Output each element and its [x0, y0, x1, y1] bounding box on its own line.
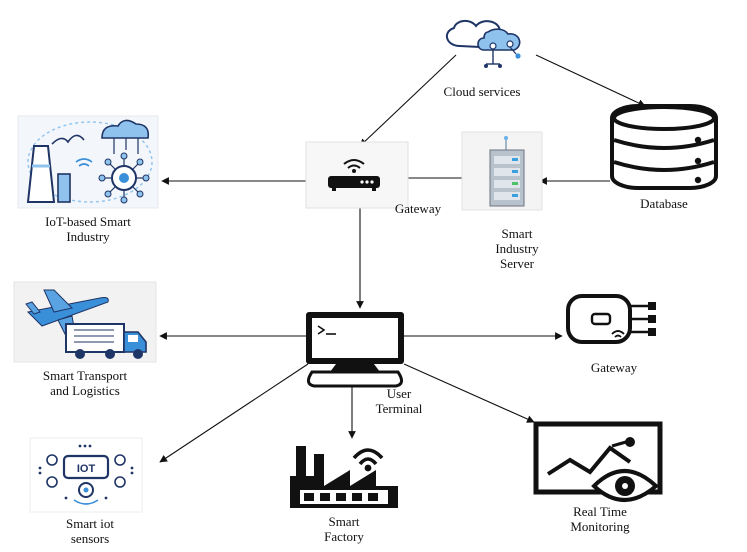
server-label: Smart Industry Server	[472, 226, 562, 271]
gateway-top-panel	[305, 141, 409, 209]
terminal-label-line1: User	[386, 386, 412, 401]
monitoring-label-line1: Real Time	[573, 504, 627, 519]
gateway-right-label: Gateway	[590, 360, 638, 375]
edge-terminal-to-monitoring	[403, 363, 535, 423]
transport-label-line2: and Logistics	[50, 383, 120, 398]
edge-cloud-to-gateway	[359, 54, 457, 147]
cloud-services-label: Cloud services	[443, 84, 521, 99]
connectors	[159, 54, 646, 463]
industry-label-line2: Industry	[66, 229, 110, 244]
monitoring-icon	[533, 421, 663, 502]
transport-label-line1: Smart Transport	[42, 368, 128, 383]
smart-factory-icon	[290, 446, 398, 508]
database-icon	[610, 104, 718, 190]
user-terminal-icon	[306, 312, 404, 388]
factory-label-line2: Factory	[324, 529, 364, 544]
gateway-top-label: Gateway	[394, 201, 442, 216]
server-label-line3: Server	[500, 256, 534, 271]
server-label-line2: Industry	[495, 241, 539, 256]
server-label-line1: Smart	[501, 226, 533, 241]
router-icon	[328, 159, 380, 191]
database-label: Database	[640, 196, 688, 211]
sensors-label-line2: sensors	[70, 531, 110, 546]
transport-icon	[25, 289, 147, 359]
industry-label-line1: IoT-based Smart	[45, 214, 131, 229]
transport-label: Smart Transport and Logistics	[14, 368, 156, 398]
smart-industry-icon	[26, 119, 153, 204]
terminal-label: User Terminal	[364, 386, 434, 416]
server-icon	[489, 136, 525, 207]
sensors-label-line1: Smart iot	[65, 516, 115, 531]
terminal-label-line2: Terminal	[375, 401, 423, 416]
industry-label: IoT-based Smart Industry	[18, 214, 158, 244]
factory-label: Smart Factory	[304, 514, 384, 544]
edge-terminal-to-sensors	[159, 363, 309, 463]
sensors-label: Smart iot sensors	[40, 516, 140, 546]
gateway-device-icon	[566, 294, 656, 344]
iot-sensors-icon: IOT	[38, 444, 134, 505]
monitoring-label-line2: Monitoring	[570, 519, 630, 534]
iot-badge-text: IOT	[77, 463, 96, 475]
factory-label-line1: Smart	[328, 514, 360, 529]
cloud-icon	[445, 20, 521, 68]
edge-cloud-to-database	[535, 54, 646, 107]
monitoring-label: Real Time Monitoring	[548, 504, 652, 534]
